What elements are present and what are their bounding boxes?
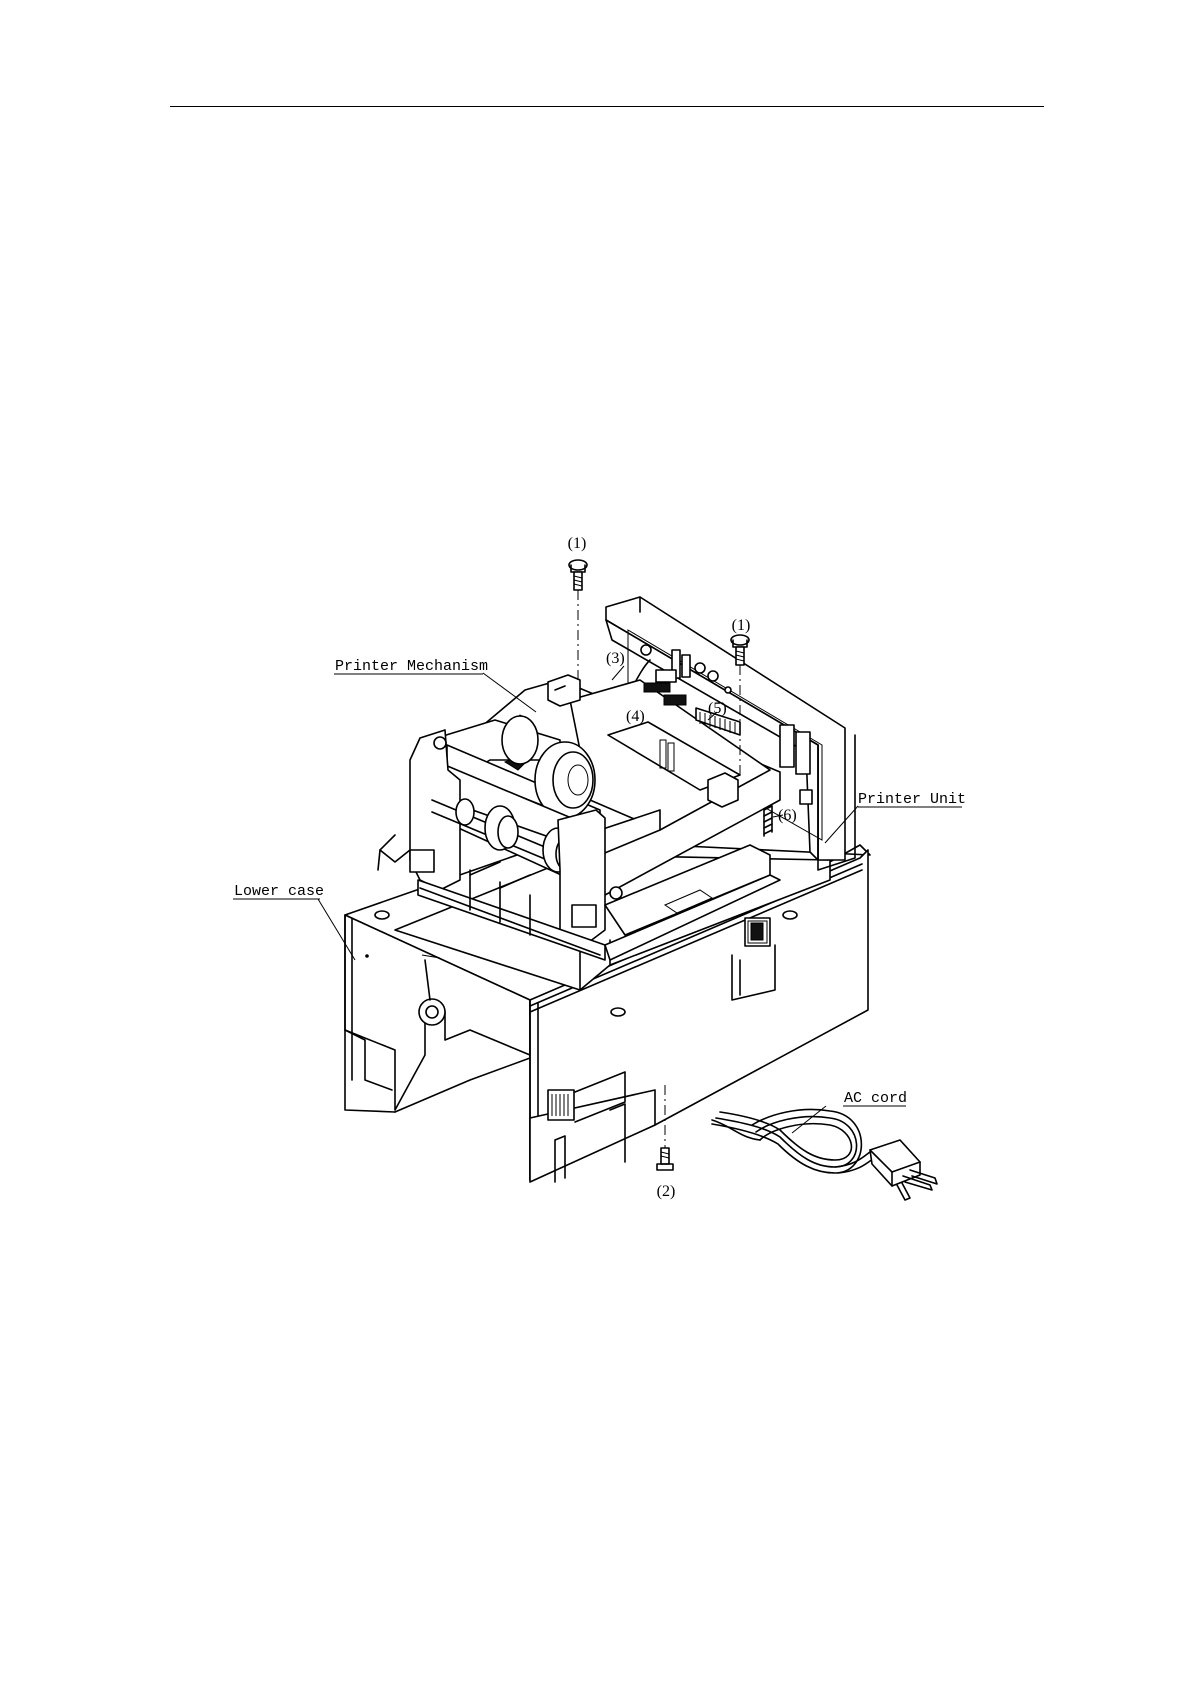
callout-spring-6: (6) <box>778 807 797 824</box>
label-lower-case: Lower case <box>234 883 324 900</box>
callout-screw-top-left: (1) <box>568 535 587 552</box>
screw-top-left <box>569 560 587 680</box>
label-printer-mechanism: Printer Mechanism <box>335 658 488 675</box>
callout-connector-4: (4) <box>626 708 645 725</box>
callout-connector-5: (5) <box>708 700 727 717</box>
ac-cord <box>712 1109 937 1200</box>
callout-screw-top-right: (1) <box>732 617 751 634</box>
label-ac-cord: AC cord <box>844 1090 907 1107</box>
callout-screw-bottom: (2) <box>657 1183 676 1200</box>
callout-connector-3: (3) <box>606 650 625 667</box>
label-printer-unit: Printer Unit <box>858 791 966 808</box>
